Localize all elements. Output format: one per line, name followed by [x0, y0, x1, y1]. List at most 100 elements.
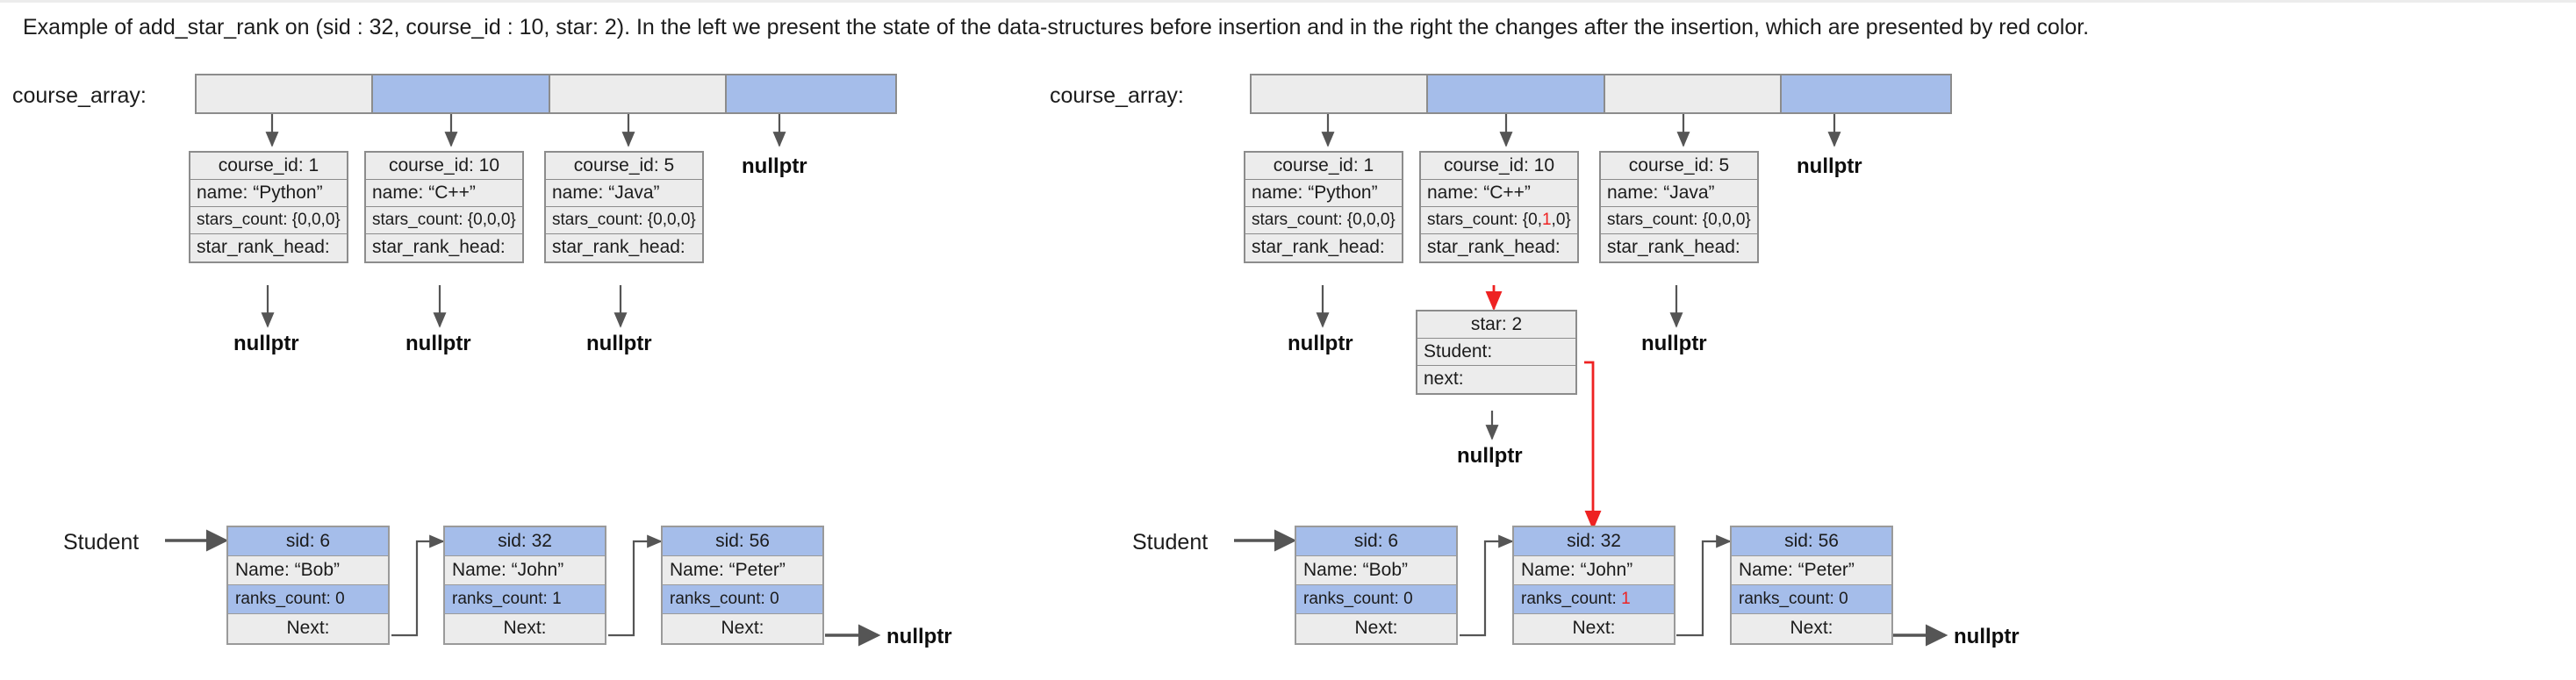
stars-count-suffix: ,0}	[676, 211, 696, 229]
student-name-row: Name: “John”	[1514, 556, 1674, 585]
stars-count-prefix: stars_count: {0,	[197, 211, 312, 229]
right-student-node-sid-56[interactable]: sid: 56 Name: “Peter” ranks_count: 0 Nex…	[1730, 526, 1893, 645]
course-id-row: course_id: 10	[1421, 153, 1577, 180]
stars-count-suffix: ,0}	[496, 211, 516, 229]
right-student-tail-nullptr: nullptr	[1954, 625, 2020, 648]
stars-count-mid: 0	[1366, 211, 1376, 229]
stars-count-prefix: stars_count: {0,	[552, 211, 667, 229]
star-rank-head-row: star_rank_head:	[1607, 237, 1740, 257]
figure-caption: Example of add_star_rank on (sid : 32, c…	[23, 15, 2090, 39]
student-ranks-count-row: ranks_count: 1	[445, 585, 605, 614]
right-course-1-head-nullptr: nullptr	[1288, 332, 1353, 355]
stars-count-mid: 0	[311, 211, 321, 229]
course-id-row: course_id: 5	[1601, 153, 1757, 180]
right-student-node-sid-6[interactable]: sid: 6 Name: “Bob” ranks_count: 0 Next:	[1295, 526, 1458, 645]
stars-count-prefix: stars_count: {0,	[372, 211, 487, 229]
course-name-row: name: “C++”	[366, 180, 522, 207]
left-array-cell-2[interactable]	[550, 75, 727, 112]
ranks-count-value: 0	[335, 590, 345, 608]
course-id-row: course_id: 1	[1245, 153, 1402, 180]
left-array-cell-0[interactable]	[197, 75, 373, 112]
right-course-array[interactable]	[1250, 74, 1952, 114]
student-next-row: Next:	[663, 614, 822, 643]
right-array-cell-2[interactable]	[1605, 75, 1782, 112]
course-id-row: course_id: 5	[546, 153, 702, 180]
left-course-array-label: course_array:	[12, 83, 147, 108]
right-student-label: Student	[1132, 530, 1209, 555]
left-student-node-sid-56[interactable]: sid: 56 Name: “Peter” ranks_count: 0 Nex…	[661, 526, 824, 645]
right-course-5-head-nullptr: nullptr	[1641, 332, 1707, 355]
student-ranks-count-row: ranks_count: 0	[228, 585, 388, 614]
student-next-row: Next:	[1514, 614, 1674, 643]
left-student-node-sid-6[interactable]: sid: 6 Name: “Bob” ranks_count: 0 Next:	[226, 526, 390, 645]
left-student-node-sid-32[interactable]: sid: 32 Name: “John” ranks_count: 1 Next…	[443, 526, 606, 645]
right-course-node-5[interactable]: course_id: 5 name: “Java” stars_count: {…	[1599, 151, 1759, 263]
ranks-count-value: 0	[770, 590, 779, 608]
left-array-slot3-nullptr: nullptr	[742, 154, 807, 178]
student-next-row: Next:	[1732, 614, 1891, 643]
right-array-cell-3[interactable]	[1782, 75, 1950, 112]
stars-count-suffix: ,0}	[1551, 211, 1571, 229]
left-course-array[interactable]	[195, 74, 897, 114]
right-array-cell-0[interactable]	[1252, 75, 1428, 112]
right-course-node-1[interactable]: course_id: 1 name: “Python” stars_count:…	[1244, 151, 1403, 263]
student-sid-row: sid: 56	[663, 527, 822, 556]
left-student-label: Student	[63, 530, 140, 555]
right-course-array-label: course_array:	[1050, 83, 1184, 108]
student-name-row: Name: “Peter”	[663, 556, 822, 585]
right-star-next-nullptr: nullptr	[1457, 444, 1523, 468]
course-name-row: name: “Python”	[1245, 180, 1402, 207]
course-name-row: name: “C++”	[1421, 180, 1577, 207]
course-name-row: name: “Java”	[546, 180, 702, 207]
stars-count-prefix: stars_count: {0,	[1427, 211, 1542, 229]
stars-count-row: stars_count: {0,1,0}	[1421, 207, 1577, 234]
right-star-node[interactable]: star: 2 Student: next:	[1416, 310, 1577, 395]
left-course-10-head-nullptr: nullptr	[405, 332, 471, 355]
ranks-count-label: ranks_count	[1521, 590, 1612, 608]
right-course-node-10[interactable]: course_id: 10 name: “C++” stars_count: {…	[1419, 151, 1579, 263]
left-array-cell-1[interactable]	[373, 75, 550, 112]
ranks-count-sep: :	[542, 590, 553, 608]
ranks-count-sep: :	[1829, 590, 1840, 608]
top-divider	[0, 0, 2576, 3]
left-course-node-10[interactable]: course_id: 10 name: “C++” stars_count: {…	[364, 151, 524, 263]
left-course-node-1[interactable]: course_id: 1 name: “Python” stars_count:…	[189, 151, 348, 263]
right-student-node-sid-32[interactable]: sid: 32 Name: “John” ranks_count: 1 Next…	[1512, 526, 1675, 645]
student-sid-row: sid: 32	[1514, 527, 1674, 556]
star-next-row: next:	[1424, 369, 1464, 389]
ranks-count-value: 1	[1621, 590, 1631, 608]
student-name-row: Name: “Bob”	[1296, 556, 1456, 585]
stars-count-mid: 1	[1541, 211, 1552, 229]
course-id-row: course_id: 10	[366, 153, 522, 180]
ranks-count-value: 0	[1839, 590, 1848, 608]
right-array-cell-1[interactable]	[1428, 75, 1605, 112]
student-name-row: Name: “John”	[445, 556, 605, 585]
stars-count-suffix: ,0}	[1731, 211, 1751, 229]
ranks-count-label: ranks_count	[1303, 590, 1395, 608]
left-array-cell-3[interactable]	[727, 75, 895, 112]
right-array-slot3-nullptr: nullptr	[1797, 154, 1862, 178]
stars-count-mid: 0	[666, 211, 677, 229]
student-name-row: Name: “Peter”	[1732, 556, 1891, 585]
stars-count-suffix: ,0}	[320, 211, 341, 229]
ranks-count-value: 1	[552, 590, 562, 608]
left-student-tail-nullptr: nullptr	[886, 625, 952, 648]
student-sid-row: sid: 6	[1296, 527, 1456, 556]
stars-count-row: stars_count: {0,0,0}	[1245, 207, 1402, 234]
left-course-node-5[interactable]: course_id: 5 name: “Java” stars_count: {…	[544, 151, 704, 263]
stars-count-prefix: stars_count: {0,	[1607, 211, 1722, 229]
student-next-row: Next:	[228, 614, 388, 643]
student-next-row: Next:	[445, 614, 605, 643]
star-student-ptr-row: Student:	[1417, 339, 1575, 366]
star-rank-head-row: star_rank_head:	[1252, 237, 1385, 257]
star-value-row: star: 2	[1417, 311, 1575, 339]
left-course-1-head-nullptr: nullptr	[233, 332, 299, 355]
course-id-row: course_id: 1	[190, 153, 347, 180]
stars-count-mid: 0	[1721, 211, 1732, 229]
ranks-count-label: ranks_count	[1739, 590, 1830, 608]
student-next-row: Next:	[1296, 614, 1456, 643]
course-name-row: name: “Python”	[190, 180, 347, 207]
stars-count-row: stars_count: {0,0,0}	[190, 207, 347, 234]
student-ranks-count-row: ranks_count: 1	[1514, 585, 1674, 614]
ranks-count-sep: :	[760, 590, 771, 608]
